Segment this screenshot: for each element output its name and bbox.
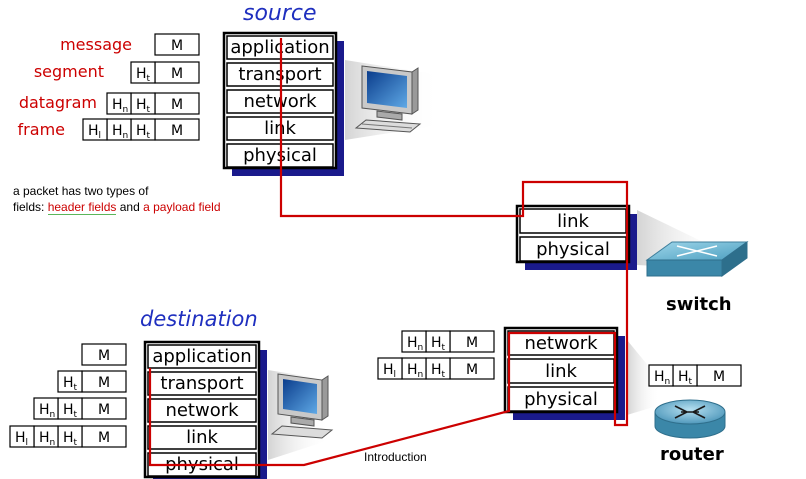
switch-layer-link [519,208,627,234]
destination-layer-label: transport [160,373,243,394]
header-box [648,364,674,387]
packet-path [148,38,629,467]
destination-layer-label: link [186,427,218,448]
payload-label: M [466,335,478,351]
header-box [401,330,427,353]
header-box [130,61,156,84]
footer-text: Introduction [364,450,427,464]
header-box [9,425,35,448]
destination-message-headers: M [81,343,127,366]
router-icon [654,399,726,439]
header-label: Hl [88,123,101,141]
router-layer-label: network [524,333,598,354]
payload-box [154,33,200,56]
header-fields-text: header fields [47,200,117,215]
payload-label: M [171,38,183,54]
switch-icon [645,241,749,277]
switch-stack: link physical [515,204,637,270]
destination-layer-label: application [152,346,251,367]
header-box [33,397,59,420]
source-computer-icon [354,65,422,133]
header-box [377,357,403,380]
packet-note: a packet has two types of fields: header… [13,183,221,215]
destination-computer-icon [270,373,334,439]
payload-label: M [713,369,725,385]
unit-label-datagram: datagram [19,93,97,112]
destination-segment-headers: MHt [57,370,127,393]
payload-box [81,343,127,366]
packet-note-line2: fields: header fields and a payload fiel… [13,199,221,215]
switch-layer-physical [519,236,627,262]
packet-note-prefix: fields: [13,200,48,214]
payload-field-text: a payload field [143,200,221,214]
destination-layer-link [147,425,257,450]
destination-title: destination [140,307,258,331]
router-layer-label: physical [524,389,598,410]
switch-layer-label: link [557,211,589,232]
router-stack: network link physical [503,326,625,420]
router-label: router [660,444,724,465]
header-box [82,118,108,141]
header-boxes: MMHtMHtHnMHtHnHlMMHtMHtHnMHtHnHlMHtHnMHt… [9,33,742,448]
switch-label: switch [666,294,732,315]
switch-layer-label: physical [536,239,610,260]
destination-layer-transport [147,371,257,396]
header-label: Hl [15,430,28,448]
payload-label: M [98,402,110,418]
payload-label: M [171,123,183,139]
destination-layer-application [147,344,257,369]
payload-label: M [98,348,110,364]
destination-layer-label: network [165,400,239,421]
unit-label-frame: frame [18,120,65,139]
payload-label: M [171,97,183,113]
router-beam [627,340,660,415]
source-message-headers: M [154,33,200,56]
payload-label: M [98,430,110,446]
packet-note-line1: a packet has two types of [13,184,149,198]
header-label: Hl [383,362,396,380]
source-title: source [243,1,317,26]
unit-label-message: message [60,35,132,54]
unit-label-segment: segment [34,62,104,81]
destination-layer-network [147,398,257,423]
payload-label: M [98,375,110,391]
payload-label: M [171,66,183,82]
header-box [57,370,83,393]
router-layer-label: link [545,361,577,382]
unit-labels: message segment datagram frame [18,35,132,139]
header-box [106,92,132,115]
packet-note-and: and [116,200,144,214]
source-segment-headers: MHt [130,61,200,84]
payload-label: M [466,362,478,378]
